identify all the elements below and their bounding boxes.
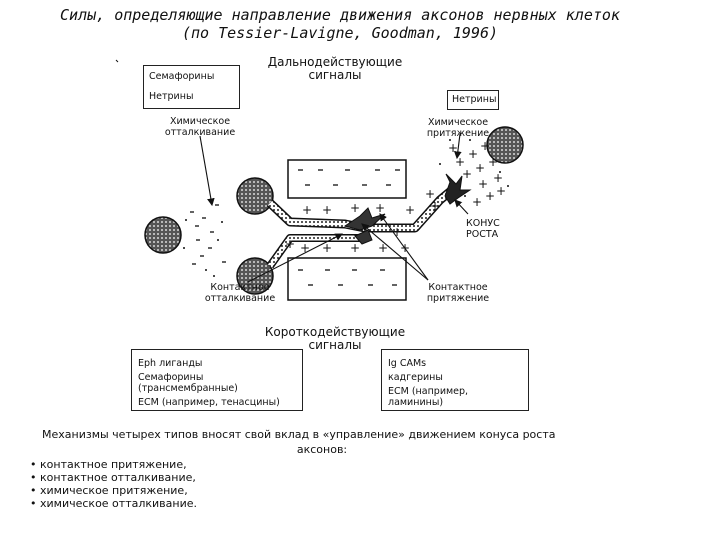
svg-text:+: + <box>392 225 402 239</box>
caption-item: • химическое притяжение, <box>30 484 188 497</box>
svg-text:+: + <box>430 199 440 213</box>
long-range-header: Дальнодействующие сигналы <box>255 56 415 82</box>
short-range-header-line2: сигналы <box>308 338 362 352</box>
attractive-cues-box: Ig CAMs кадгерины ECM (например, ламинин… <box>381 349 529 411</box>
svg-text:+: + <box>478 177 488 191</box>
svg-text:+: + <box>322 203 332 217</box>
caption-lead: Механизмы четырех типов вносят свой вкла… <box>42 428 556 441</box>
svg-text:+: + <box>378 241 388 255</box>
svg-text:+: + <box>405 203 415 217</box>
ig-cams-label: Ig CAMs <box>388 358 427 369</box>
eph-ligands-label: Eph лиганды <box>138 358 203 369</box>
svg-text:+: + <box>375 201 385 215</box>
pointer-arrows <box>199 133 469 283</box>
title-line-2: (по Tessier-Lavigne, Goodman, 1996) <box>181 24 499 42</box>
contact-repulsion-label: Контактное отталкивание <box>204 282 276 304</box>
caption-item: • контактное притяжение, <box>30 458 187 471</box>
upper-substrate <box>287 159 407 199</box>
svg-text:+: + <box>488 155 498 169</box>
svg-text:+: + <box>448 141 458 155</box>
semaphorins-netrins-box: Семафорины Нетрины <box>143 65 240 109</box>
ecm-laminins-label: ECM (например, ламинины) <box>388 386 469 408</box>
neuron-lower <box>236 257 274 295</box>
minus-signs <box>190 169 400 286</box>
growth-cone-main <box>444 173 472 205</box>
semaphorins-label: Семафорины <box>149 71 215 82</box>
netrins-label-right: Нетрины <box>452 94 497 105</box>
svg-text:+: + <box>468 147 478 161</box>
netrins-box: Нетрины <box>447 90 499 110</box>
svg-text:+: + <box>350 201 360 215</box>
svg-text:+: + <box>480 139 490 153</box>
long-range-header-line2: сигналы <box>308 68 362 82</box>
transmembrane-semaphorins-label: Семафорины (трансмембранные) <box>138 372 238 394</box>
neuron-left <box>144 216 182 254</box>
caption-item: • химическое отталкивание. <box>30 497 197 510</box>
svg-text:+: + <box>455 155 465 169</box>
long-range-header-line1: Дальнодействующие <box>267 55 403 69</box>
gradient-dots <box>183 139 509 277</box>
repulsive-cues-box: Eph лиганды Семафорины (трансмембранные)… <box>131 349 303 411</box>
neuron-right-target <box>486 126 524 164</box>
growth-cone-label: КОНУС РОСТА <box>466 218 500 240</box>
caption-item: • контактное отталкивание, <box>30 471 196 484</box>
neuron-upper <box>236 177 274 215</box>
netrins-label-left: Нетрины <box>149 91 194 102</box>
svg-text:+: + <box>493 171 503 185</box>
cadherins-label: кадгерины <box>388 372 443 383</box>
chem-attraction-label: Химическое притяжение <box>426 117 490 139</box>
svg-text:+: + <box>472 195 482 209</box>
short-range-header-line1: Короткодействующие <box>264 325 406 339</box>
svg-text:+: + <box>425 187 435 201</box>
svg-text:+: + <box>485 189 495 203</box>
svg-text:+: + <box>462 167 472 181</box>
svg-text:+: + <box>475 161 485 175</box>
svg-text:+: + <box>302 203 312 217</box>
short-range-header: Короткодействующие сигналы <box>255 326 415 352</box>
svg-text:+: + <box>350 241 360 255</box>
ecm-tenascins-label: ECM (например, тенасцины) <box>138 397 280 408</box>
chem-repulsion-label: Химическое отталкивание <box>164 116 236 138</box>
svg-text:+: + <box>322 241 332 255</box>
svg-text:+: + <box>300 241 310 255</box>
growth-cone-lower <box>354 229 373 245</box>
caption-lead-cont: аксонов: <box>296 443 348 456</box>
caption-list: • контактное притяжение, • контактное от… <box>30 458 390 510</box>
lower-substrate <box>287 257 407 301</box>
svg-text:+: + <box>496 184 506 198</box>
svg-text:+: + <box>285 237 295 251</box>
title-line-1: Силы, определяющие направление движения … <box>60 6 620 24</box>
contact-attraction-label: Контактное притяжение <box>426 282 490 304</box>
